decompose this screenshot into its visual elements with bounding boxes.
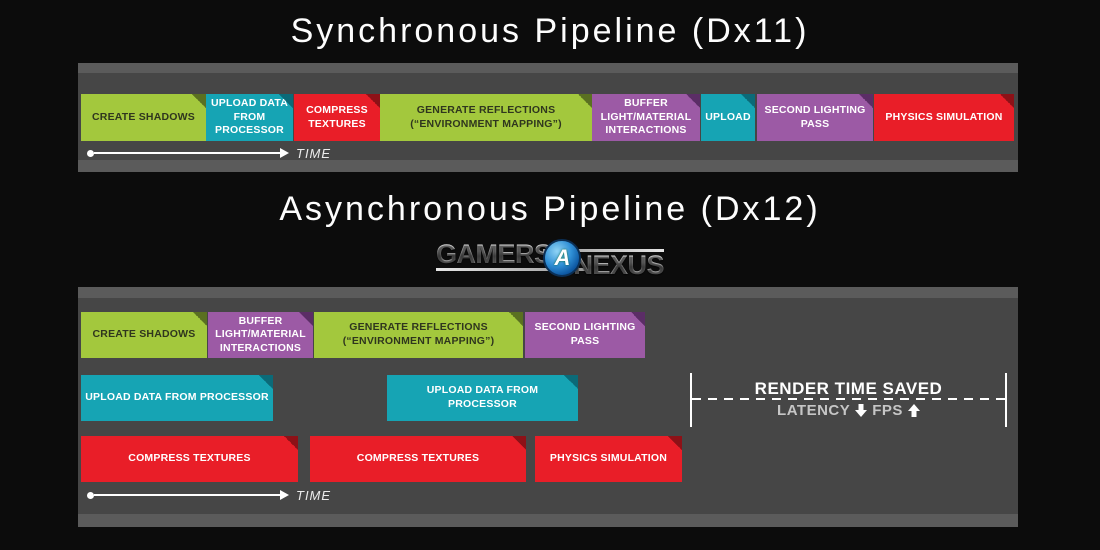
time-axis-label: TIME xyxy=(296,487,332,503)
folded-corner-icon xyxy=(284,436,298,450)
block-upload-data-from-processor: UPLOAD DATA FROM PROCESSOR xyxy=(387,375,578,421)
axis-origin-dot-icon xyxy=(87,491,94,499)
folded-corner-icon xyxy=(631,312,645,326)
block-compress-textures: COMPRESS TEXTURES xyxy=(310,436,526,482)
async-pipeline-title: Asynchronous Pipeline (Dx12) xyxy=(279,190,821,228)
sync-pipeline-title: Synchronous Pipeline (Dx11) xyxy=(290,12,810,50)
block-compress-textures: COMPRESS TEXTURES xyxy=(81,436,298,482)
folded-corner-icon xyxy=(564,375,578,389)
time-axis-async: TIME xyxy=(87,487,332,503)
logo-gamers-text: GAMERS xyxy=(435,238,587,271)
folded-corner-icon xyxy=(512,436,526,450)
folded-corner-icon xyxy=(299,312,313,326)
block-label: PHYSICS SIMULATION xyxy=(549,452,668,465)
folded-corner-icon xyxy=(193,312,207,326)
block-create-shadows: CREATE SHADOWS xyxy=(81,94,206,141)
folded-corner-icon xyxy=(192,94,206,108)
block-label: GENERATE REFLECTIONS (“ENVIRONMENT MAPPI… xyxy=(342,321,495,347)
block-label: BUFFER LIGHT/MATERIAL INTERACTIONS xyxy=(600,97,692,137)
latency-down-icon xyxy=(855,404,868,417)
logo-nexus-text: NEXUS xyxy=(543,248,665,280)
folded-corner-icon xyxy=(366,94,380,108)
latency-fps-annotation: LATENCY FPS xyxy=(690,402,1007,419)
block-label: UPLOAD DATA FROM PROCESSOR xyxy=(210,97,289,137)
block-label: GENERATE REFLECTIONS (“ENVIRONMENT MAPPI… xyxy=(410,103,562,130)
axis-line xyxy=(94,152,280,154)
block-label: COMPRESS TEXTURES xyxy=(356,452,480,465)
axis-arrowhead-icon xyxy=(280,490,289,500)
folded-corner-icon xyxy=(668,436,682,450)
time-axis-label: TIME xyxy=(296,145,332,161)
folded-corner-icon xyxy=(686,94,700,108)
axis-line xyxy=(94,494,280,496)
latency-label: LATENCY xyxy=(777,402,851,419)
folded-corner-icon xyxy=(578,94,592,108)
globe-letter: A xyxy=(554,245,571,270)
folded-corner-icon xyxy=(259,375,273,389)
fps-up-icon xyxy=(907,404,920,417)
track-bottom-edge xyxy=(78,514,1018,527)
gamersnexus-logo: GAMERS A NEXUS xyxy=(0,236,1100,280)
block-generate-reflections: GENERATE REFLECTIONS (“ENVIRONMENT MAPPI… xyxy=(314,312,523,358)
block-physics-simulation: PHYSICS SIMULATION xyxy=(874,94,1014,141)
folded-corner-icon xyxy=(859,94,873,108)
block-buffer-light-material: BUFFER LIGHT/MATERIAL INTERACTIONS xyxy=(592,94,700,141)
block-label: COMPRESS TEXTURES xyxy=(128,452,251,465)
render-time-saved-label: RENDER TIME SAVED xyxy=(754,379,943,398)
fps-label: FPS xyxy=(872,402,903,419)
folded-corner-icon xyxy=(741,94,755,108)
block-label: CREATE SHADOWS xyxy=(92,328,196,341)
bracket-left-bar xyxy=(690,373,692,427)
block-label: CREATE SHADOWS xyxy=(92,110,195,123)
block-upload-data-from-processor: UPLOAD DATA FROM PROCESSOR xyxy=(81,375,273,421)
block-label: SECOND LIGHTING PASS xyxy=(764,103,866,130)
block-upload: UPLOAD xyxy=(701,94,755,141)
time-axis-sync: TIME xyxy=(87,145,332,161)
folded-corner-icon xyxy=(509,312,523,326)
block-physics-simulation: PHYSICS SIMULATION xyxy=(535,436,682,482)
block-create-shadows: CREATE SHADOWS xyxy=(81,312,207,358)
block-label: UPLOAD DATA FROM PROCESSOR xyxy=(85,391,269,404)
block-label: PHYSICS SIMULATION xyxy=(885,110,1003,123)
folded-corner-icon xyxy=(1000,94,1014,108)
folded-corner-icon xyxy=(279,94,293,108)
bracket-dashed-line xyxy=(692,398,1005,400)
track-top-edge xyxy=(78,287,1018,298)
block-label: UPLOAD xyxy=(705,110,751,123)
block-buffer-light-material: BUFFER LIGHT/MATERIAL INTERACTIONS xyxy=(208,312,313,358)
block-label: BUFFER LIGHT/MATERIAL INTERACTIONS xyxy=(215,314,306,354)
gamersnexus-globe-icon: A xyxy=(543,239,582,277)
block-label: COMPRESS TEXTURES xyxy=(306,103,368,130)
block-second-lighting-pass: SECOND LIGHTING PASS xyxy=(757,94,873,141)
block-label: SECOND LIGHTING PASS xyxy=(534,321,636,347)
axis-origin-dot-icon xyxy=(87,149,94,157)
track-bottom-edge xyxy=(78,160,1018,172)
block-second-lighting-pass: SECOND LIGHTING PASS xyxy=(525,312,645,358)
block-generate-reflections: GENERATE REFLECTIONS (“ENVIRONMENT MAPPI… xyxy=(380,94,592,141)
block-upload-data-from-processor: UPLOAD DATA FROM PROCESSOR xyxy=(206,94,293,141)
block-label: UPLOAD DATA FROM PROCESSOR xyxy=(426,384,539,410)
axis-arrowhead-icon xyxy=(280,148,289,158)
block-compress-textures: COMPRESS TEXTURES xyxy=(294,94,380,141)
bracket-right-bar xyxy=(1005,373,1007,427)
track-top-edge xyxy=(78,63,1018,73)
